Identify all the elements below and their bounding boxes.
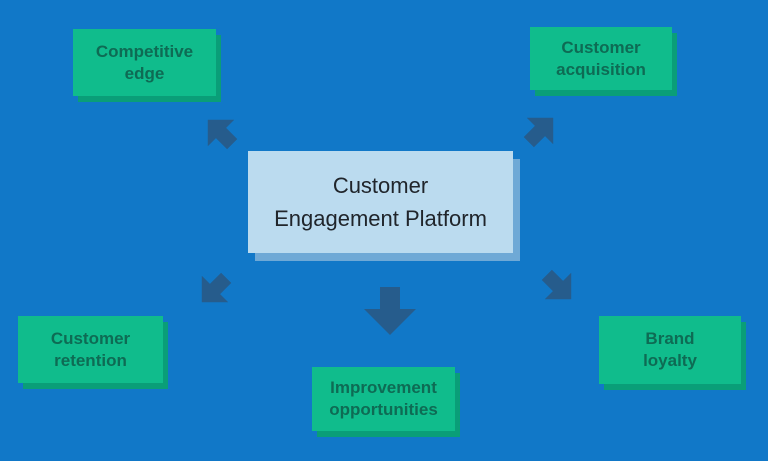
arrow-down-icon xyxy=(364,287,416,335)
center-node: Customer Engagement Platform xyxy=(248,151,513,253)
node-customer-acquisition: Customer acquisition xyxy=(530,27,672,90)
node-competitive-edge-label: Competitive edge xyxy=(95,41,194,83)
arrow-up-left-icon xyxy=(207,119,238,150)
node-brand-loyalty: Brand loyalty xyxy=(599,316,741,384)
node-brand-loyalty-label: Brand loyalty xyxy=(643,329,697,370)
center-node-label: Customer Engagement Platform xyxy=(274,173,487,231)
node-competitive-edge: Competitive edge xyxy=(73,29,216,96)
node-customer-retention-label: Customer retention xyxy=(50,328,131,370)
node-improvement-opportunities: Improvement opportunities xyxy=(312,367,455,431)
node-customer-acquisition-label: Customer acquisition xyxy=(556,37,646,79)
arrow-up-right-icon xyxy=(523,117,554,148)
arrow-down-right-icon xyxy=(541,269,572,300)
node-customer-retention: Customer retention xyxy=(18,316,163,383)
arrow-down-left-icon xyxy=(201,272,232,303)
node-improvement-opportunities-label: Improvement opportunities xyxy=(329,378,438,419)
